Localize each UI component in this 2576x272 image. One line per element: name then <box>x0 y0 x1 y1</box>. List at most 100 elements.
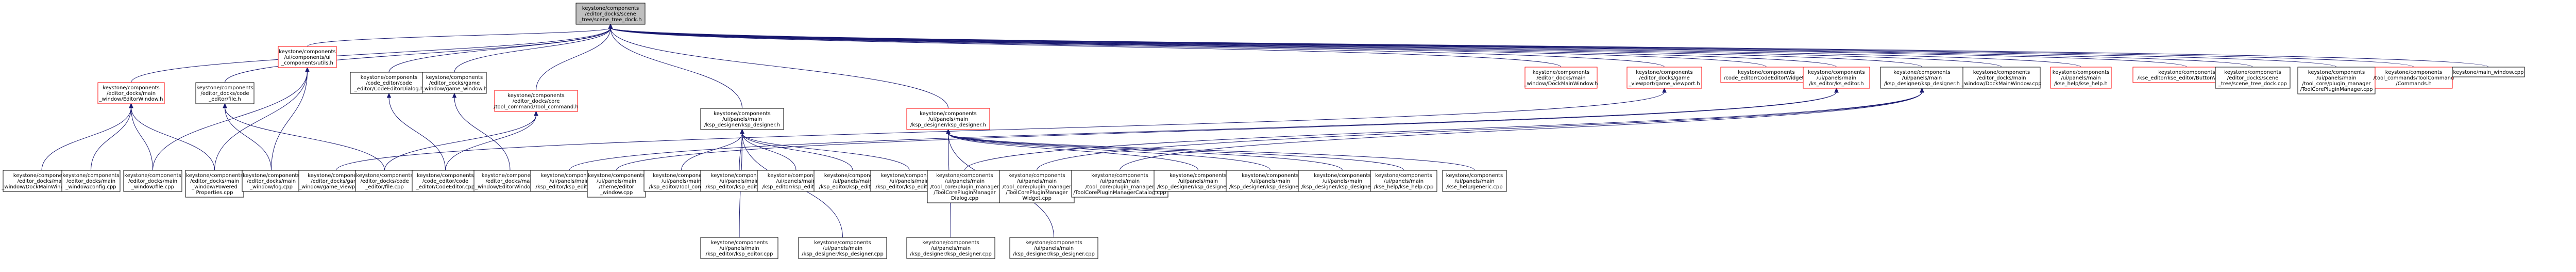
file-node-label-line: keystone/components <box>582 6 639 11</box>
file-node[interactable]: keystone/components/ui/panels/main/theme… <box>587 170 646 198</box>
file-node[interactable]: keystone/components/ui/panels/main/ksp_d… <box>700 108 784 130</box>
file-node-box <box>2452 67 2525 77</box>
file-node-label-line: Dialog.cpp <box>951 196 978 201</box>
dependency-edge <box>610 27 2081 68</box>
file-node-label-line: /ToolCorePluginManager <box>934 190 996 196</box>
file-node[interactable]: keystone/components/ui/panels/main/tool_… <box>2297 67 2376 94</box>
file-node-label-line: /ui/panels/main <box>1902 75 1942 81</box>
file-node[interactable]: keystone/components/ui/panels/main/ksp_d… <box>906 237 995 259</box>
file-node-label-line: /editor_docks/game <box>1639 75 1690 81</box>
file-node-label-line: _window/DockMainWindow.cpp <box>1 184 81 190</box>
file-node[interactable]: keystone/components/editor_docks/main_wi… <box>1523 67 1598 89</box>
file-node[interactable]: keystone/components/ui/panels/main/tool_… <box>927 170 1003 203</box>
file-node[interactable]: keystone/components/code_editor/CodeEdit… <box>1720 67 1812 83</box>
dependency-edge <box>388 27 611 73</box>
file-node-box <box>123 170 182 192</box>
file-node[interactable]: keystone/components/ui/panels/main/ksp_d… <box>1009 237 1098 259</box>
file-node[interactable]: keystone/components/editor_docks/code_ed… <box>355 170 414 192</box>
file-node-label-line: keystone/components <box>2158 70 2215 75</box>
dependency-edge <box>610 27 1837 68</box>
file-node[interactable]: keystone/components/editor_docks/game_wi… <box>421 72 487 94</box>
file-node-label-line: _editor/file.cpp <box>365 184 403 190</box>
file-node[interactable]: keystone/components/ui/panels/main/tool_… <box>1071 170 1168 198</box>
file-node-label-line: keystone/components <box>881 173 938 179</box>
file-node-label-line: /editor_docks/main <box>190 179 239 184</box>
file-node-label-line: keystone/components <box>2053 70 2109 75</box>
file-node-label-line: _components/utils.h <box>281 60 333 66</box>
file-node[interactable]: keystone/components/ui/panels/main/ksp_d… <box>798 237 887 259</box>
file-node[interactable]: keystone/components/ui/panels/main/tool_… <box>999 170 1075 203</box>
file-node-label-line: /ks_editor/ks_editor.h <box>1809 81 1863 87</box>
file-node[interactable]: keystone/components/editor_docks/main_wi… <box>185 170 244 198</box>
file-node[interactable]: keystone/components/ui/panels/main/ksp_d… <box>1880 67 1964 89</box>
file-node-label-line: keystone/components <box>1533 70 1589 75</box>
file-node[interactable]: keystone/components/tool_commands/ToolCo… <box>2374 67 2454 89</box>
file-node-label-line: keystone/components <box>814 240 871 246</box>
file-node[interactable]: keystone/components/editor_docks/scene_t… <box>2215 67 2291 89</box>
file-node-label-line: /ksp_designer/ksp_designer.h <box>704 122 780 128</box>
file-node[interactable]: keystone/components/editor_docks/code_ed… <box>195 82 255 104</box>
file-node[interactable]: keystone/components/editor_docks/core/to… <box>494 90 579 112</box>
file-node-label-line: /ui/panels/main <box>1017 179 1057 184</box>
file-node-label-line: /ToolCorePluginManager <box>1006 190 1068 196</box>
dependency-edge <box>1120 91 1922 171</box>
file-node-label-line: keystone/components <box>356 173 413 179</box>
file-node[interactable]: keystone/components/ui/panels/main/kse_h… <box>1370 170 1437 192</box>
file-node[interactable]: keystone/components/editor_docks/main_wi… <box>242 170 301 192</box>
file-node-label-line: keystone/components <box>824 173 881 179</box>
file-node[interactable]: keystone/components/ui/panels/main/ksp_e… <box>700 237 778 259</box>
file-node[interactable]: keystone/components/ui/components/ui_com… <box>278 46 337 68</box>
edge-arrowhead <box>740 129 744 134</box>
file-node-label-line: /kse_editor/kse_editor/ButtonWidget.h <box>2138 75 2236 81</box>
file-node[interactable]: keystone/components/editor_docks/main_wi… <box>97 82 165 104</box>
file-node-label-line: /ksp_designer/ksp_designer.h <box>1884 81 1960 87</box>
file-node-label-line: /code_editor/code <box>422 179 468 184</box>
file-node[interactable]: keystone/components/ui/panels/main/ksp_d… <box>906 108 990 130</box>
file-node-label-line: _window/EditorWindow.h <box>99 97 163 102</box>
file-node-label-line: /Commands.h <box>2396 81 2432 87</box>
dependency-edge <box>964 91 1922 171</box>
file-node-box <box>1720 67 1812 83</box>
file-node-label-line: /ui/panels/main <box>1178 179 1218 184</box>
dependency-edge <box>307 27 611 47</box>
file-node[interactable]: keystone/components/code_editor/code_edi… <box>350 72 428 94</box>
file-node[interactable]: keystone/components/editor_docks/main_wi… <box>123 170 182 192</box>
file-node-box <box>999 170 1075 203</box>
file-node-label-line: keystone/components <box>507 93 564 99</box>
file-node-label-line: /editor_docks/main <box>107 91 156 97</box>
file-node[interactable]: keystone/components/code_editor/code_edi… <box>412 170 479 192</box>
dependency-edge <box>41 107 131 171</box>
file-node-label-line: keystone/components <box>482 173 538 179</box>
file-node-label-line: /ui/panels/main <box>945 179 985 184</box>
edge-arrowhead <box>1834 87 1839 93</box>
file-node-label-line: /ksp_editor/ksp_editor.cpp <box>706 184 773 190</box>
file-node[interactable]: keystone/components/ui/panels/main/kse_h… <box>2050 67 2112 89</box>
file-node-label-line: /editor_docks/main <box>17 179 66 184</box>
file-node-label-line: _viewport/game_viewport.h <box>1628 81 1700 87</box>
file-node-label-line: keystone/components <box>920 111 976 117</box>
dependency-edge <box>948 133 1198 171</box>
dependency-edge <box>536 27 611 91</box>
file-node-box <box>1880 67 1964 89</box>
file-node-label-line: /editor_docks/core <box>513 99 560 104</box>
file-node[interactable]: keystone/components/editor_docks/main_wi… <box>1961 67 2042 89</box>
file-node[interactable]: keystone/main_window.cpp <box>2452 67 2525 77</box>
dependency-edge <box>214 71 308 171</box>
dependency-edge <box>131 107 153 171</box>
file-node-label-line: keystone/components <box>936 173 993 179</box>
file-node[interactable]: keystone/components/ui/panels/main/kse_h… <box>1442 170 1507 192</box>
file-node-label-line: keystone/components <box>1025 240 1082 246</box>
file-node[interactable]: keystone/components/ui/panels/main/ks_ed… <box>1803 67 1870 89</box>
file-node[interactable]: keystone/components/editor_docks/game_vi… <box>1626 67 1702 89</box>
edge-arrowhead <box>386 92 392 98</box>
dependency-edge <box>131 27 611 83</box>
file-node-label-line: /ksp_editor/ksp_editor.cpp <box>536 184 603 190</box>
dependency-edge <box>454 27 611 73</box>
file-node-label-line: keystone/components <box>1893 70 1950 75</box>
file-node-label-line: /ksp_designer/ksp_designer.h <box>910 122 986 128</box>
file-node[interactable]: keystone/components/editor_docks/main_wi… <box>61 170 121 192</box>
file-node-label-line: /ui/panels/main <box>928 117 968 122</box>
file-node-label-line: _tree/scene_tree_dock.h <box>579 17 641 23</box>
file-node-label-line: /ui/panels/main <box>1250 179 1290 184</box>
file-node-box <box>242 170 301 192</box>
